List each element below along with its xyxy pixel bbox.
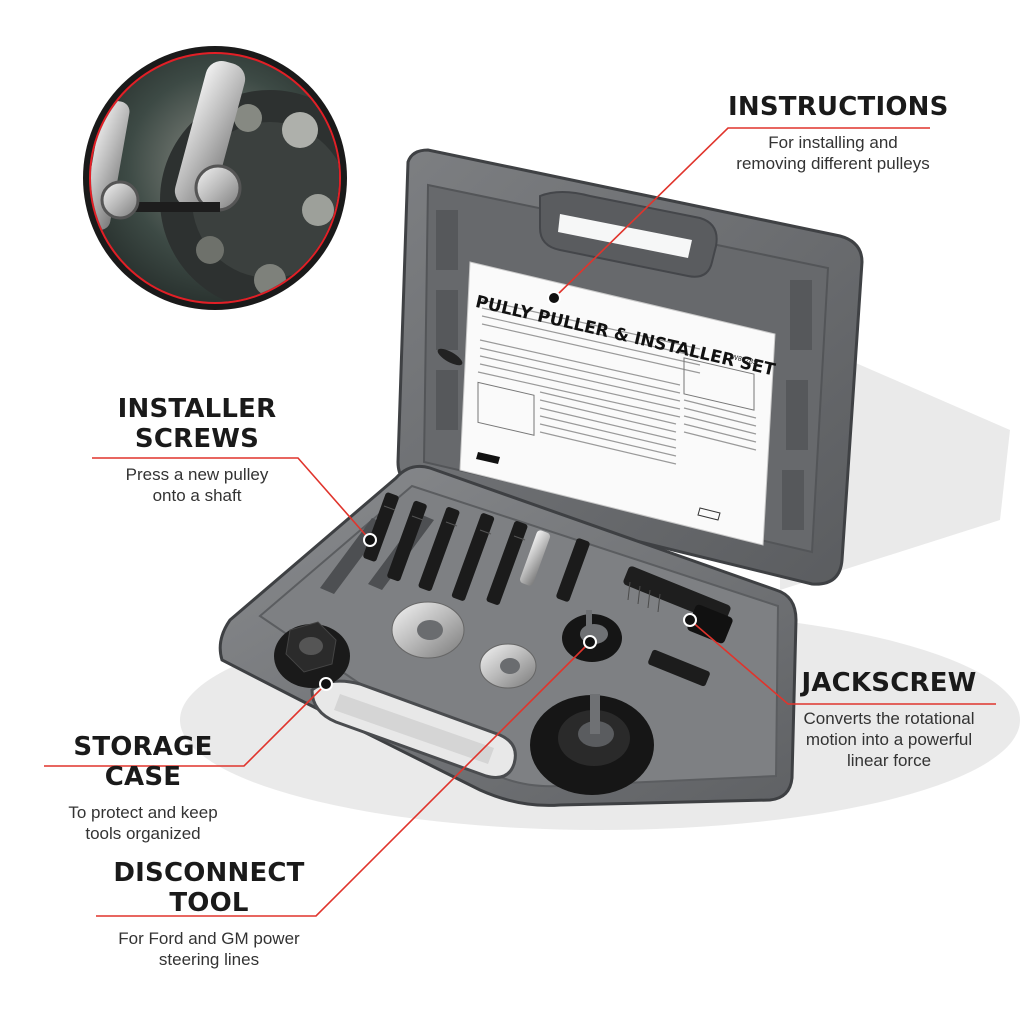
callout-instructions: INSTRUCTIONS For installing and removing… [728, 92, 949, 174]
leader-disconnect [96, 641, 591, 917]
callout-desc-line: To protect and keep [68, 803, 218, 822]
callout-desc-line: tools organized [85, 824, 201, 843]
callout-title: SCREWS [134, 424, 260, 454]
leader-lines [44, 127, 996, 917]
instruction-sheet-graphic [459, 261, 776, 546]
callout-desc-line: motion into a powerful [805, 730, 973, 749]
callout-title: DISCONNECT [113, 858, 305, 888]
callout-jackscrew: JACKSCREW Converts the rotational motion… [778, 668, 1000, 771]
leader-storage [44, 683, 327, 767]
callout-disconnect-tool: DISCONNECT TOOL For Ford and GM power st… [94, 858, 324, 970]
installer-screws-graphic [363, 492, 590, 605]
callout-title: STORAGE CASE [73, 732, 213, 792]
leader-installer [92, 457, 371, 541]
case-base [218, 464, 798, 807]
callout-desc-line: Press a new pulley [125, 465, 269, 484]
large-collet-graphic [530, 649, 710, 795]
callout-title: INSTALLER [117, 394, 277, 424]
washers-graphic [391, 601, 537, 689]
leader-instructions [553, 127, 930, 299]
leader-jackscrew [689, 619, 996, 705]
inset-closeup-photo [83, 46, 347, 310]
callout-title: JACKSCREW [801, 668, 977, 698]
callout-desc-line: removing different pulleys [736, 154, 930, 173]
callout-desc-line: steering lines [158, 950, 260, 969]
callout-title: INSTRUCTIONS [728, 92, 949, 122]
jackscrew-graphic [623, 566, 733, 644]
callout-installer-screws: INSTALLER SCREWS Press a new pulley onto… [92, 394, 302, 506]
storage-case-nut-graphic [274, 621, 350, 688]
callout-desc-line: Converts the rotational [803, 709, 975, 728]
callout-storage-case: STORAGE CASE To protect and keep tools o… [38, 732, 248, 844]
callout-title: TOOL [169, 888, 249, 918]
callout-desc-line: For installing and [768, 133, 898, 152]
callout-desc-line: linear force [846, 751, 932, 770]
callout-desc-line: For Ford and GM power [118, 929, 300, 948]
callout-desc-line: onto a shaft [152, 486, 242, 505]
